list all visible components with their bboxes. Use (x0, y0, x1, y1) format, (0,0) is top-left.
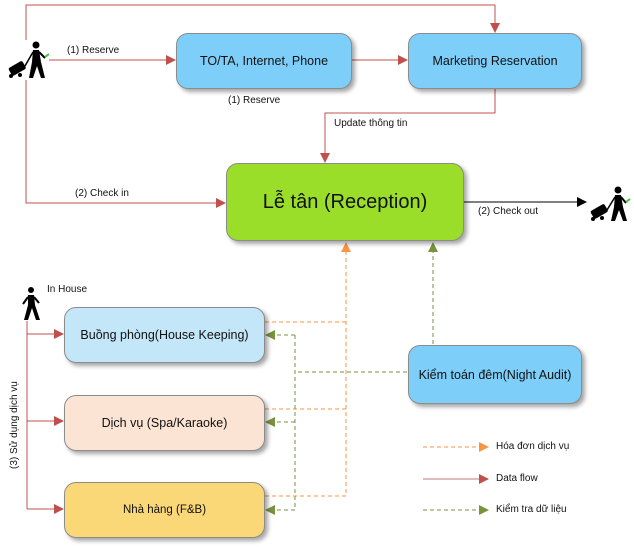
node-label: Marketing Reservation (432, 54, 558, 68)
edge-label-reserve: (1) Reserve (67, 45, 120, 56)
edge-guest-to-marketing (25, 4, 500, 40)
edge-label-checkin: (2) Check in (75, 188, 129, 199)
node-label: Nhà hàng (F&B) (122, 504, 207, 516)
node-label: TO/TA, Internet, Phone (199, 54, 329, 68)
edge-label-use-services: (3) Sử dụng dịch vụ (9, 381, 20, 469)
node-reception: Lễ tân (Reception) (226, 163, 464, 241)
node-label: Lễ tân (Reception) (262, 190, 428, 213)
node-label: Kiểm toán đêm(Night Audit) (418, 367, 572, 382)
edge-label-reserve-secondary: (1) Reserve (228, 95, 281, 106)
node-tota-internet-phone: TO/TA, Internet, Phone (176, 33, 352, 89)
legend-label-invoice: Hóa đơn dịch vụ (496, 441, 570, 452)
edge-guest-to-reception (25, 80, 226, 208)
edge-label-in-house: In House (47, 284, 88, 295)
edge-invoice-restaurant (265, 242, 351, 497)
legend-label-check: Kiểm tra dữ liệu (496, 504, 567, 515)
node-marketing-reservation: Marketing Reservation (408, 33, 582, 89)
edge-label-checkout: (2) Check out (478, 206, 539, 217)
edge-label-update: Update thông tin (334, 118, 408, 129)
node-label: Buồng phòng(House Keeping) (80, 328, 249, 342)
traveler-with-luggage-icon (590, 186, 631, 221)
legend-label-dataflow: Data flow (496, 473, 538, 484)
traveler-with-luggage-icon (8, 41, 49, 78)
node-services: Dịch vụ (Spa/Karaoke) (64, 395, 265, 451)
walking-person-icon (22, 287, 40, 320)
edge-marketing-to-reception (320, 89, 496, 163)
node-restaurant: Nhà hàng (F&B) (64, 482, 265, 538)
node-night-audit: Kiểm toán đêm(Night Audit) (408, 345, 582, 404)
node-label: Dịch vụ (Spa/Karaoke) (101, 416, 228, 430)
node-housekeeping: Buồng phòng(House Keeping) (64, 307, 265, 363)
